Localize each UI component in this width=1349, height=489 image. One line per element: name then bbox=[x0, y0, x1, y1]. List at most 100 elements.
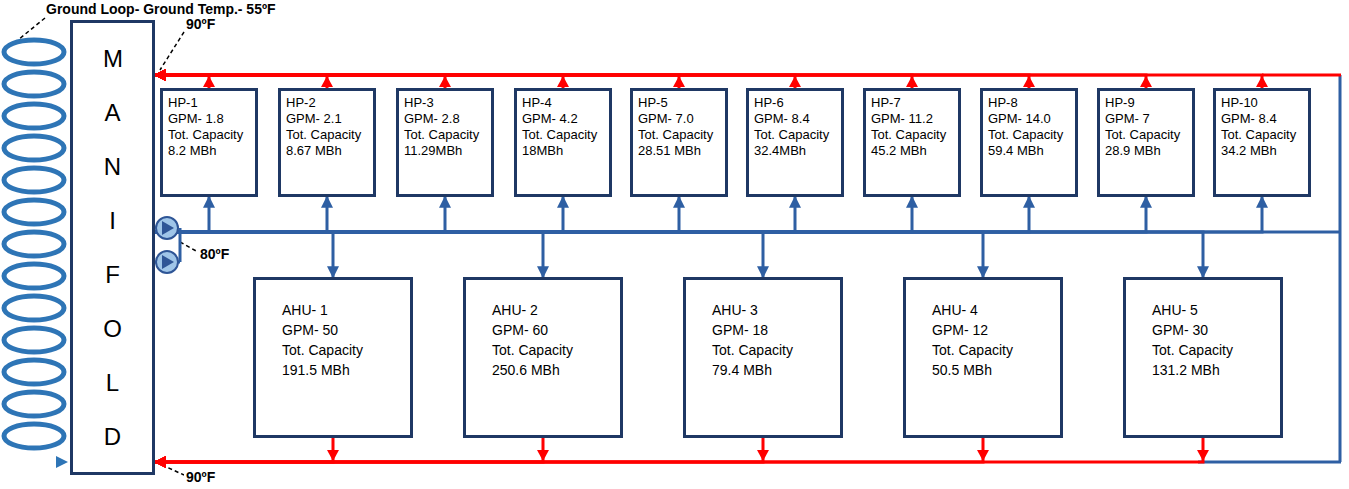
equipment-data: GPM- 60 bbox=[492, 320, 596, 340]
heat-pump-box: HP-1GPM- 1.8Tot. Capacity 8.2 MBh bbox=[160, 88, 258, 197]
coil-loop bbox=[4, 136, 64, 160]
equipment-tag: HP-5 bbox=[638, 95, 721, 111]
flow-arrow bbox=[906, 76, 918, 87]
equipment-tag: HP-3 bbox=[404, 95, 487, 111]
ground-loop-note: Ground Loop- Ground Temp.- 55ºF bbox=[44, 1, 278, 17]
flow-arrow bbox=[1197, 450, 1209, 461]
return-pipe bbox=[155, 75, 912, 88]
air-handler-box: AHU- 3GPM- 18Tot. Capacity 79.4 MBh bbox=[683, 277, 843, 438]
equipment-tag: AHU- 5 bbox=[1152, 300, 1256, 320]
equipment-data: GPM- 7 bbox=[1105, 111, 1188, 127]
heat-pump-box: HP-9GPM- 7Tot. Capacity 28.9 MBh bbox=[1097, 88, 1195, 197]
equipment-data: Tot. Capacity 59.4 MBh bbox=[988, 127, 1071, 159]
air-handler-box: AHU- 4GPM- 12Tot. Capacity 50.5 MBh bbox=[903, 277, 1063, 438]
leader-line bbox=[180, 242, 198, 252]
equipment-data: Tot. Capacity 131.2 MBh bbox=[1152, 340, 1256, 380]
equipment-data: GPM- 11.2 bbox=[871, 111, 954, 127]
equipment-data: GPM- 12 bbox=[932, 320, 1036, 340]
equipment-data: GPM- 2.8 bbox=[404, 111, 487, 127]
equipment-data: Tot. Capacity 8.2 MBh bbox=[168, 127, 251, 159]
ground-loop-coil bbox=[4, 40, 68, 468]
heat-pump-box: HP-5GPM- 7.0Tot. Capacity 28.51 MBh bbox=[630, 88, 728, 197]
return-pipe bbox=[155, 438, 333, 462]
return-pipe bbox=[155, 75, 1029, 88]
flow-arrow bbox=[1256, 76, 1268, 87]
bypass-pipe bbox=[1339, 75, 1342, 462]
coil-loop bbox=[4, 264, 64, 288]
coil-loop bbox=[4, 424, 64, 448]
equipment-data: GPM- 30 bbox=[1152, 320, 1256, 340]
equipment-data: Tot. Capacity 28.9 MBh bbox=[1105, 127, 1188, 159]
coil-loop bbox=[4, 72, 64, 96]
coil-loop bbox=[4, 104, 64, 128]
pump-triangle bbox=[162, 255, 174, 269]
equipment-data: Tot. Capacity 32.4MBh bbox=[754, 127, 837, 159]
equipment-data: GPM- 2.1 bbox=[286, 111, 369, 127]
flow-arrow bbox=[537, 450, 549, 461]
return-pipe bbox=[155, 75, 795, 88]
flow-arrow bbox=[757, 450, 769, 461]
equipment-data: GPM- 18 bbox=[712, 320, 816, 340]
supply-pipe bbox=[155, 232, 333, 277]
leader-line bbox=[160, 32, 184, 70]
bypass-bottom bbox=[1198, 461, 1341, 464]
air-handler-box: AHU- 1GPM- 50Tot. Capacity 191.5 MBh bbox=[253, 277, 413, 438]
pump-symbol bbox=[156, 251, 178, 273]
equipment-data: Tot. Capacity 50.5 MBh bbox=[932, 340, 1036, 380]
equipment-tag: HP-8 bbox=[988, 95, 1071, 111]
heat-pump-box: HP-3GPM- 2.8Tot. Capacity 11.29MBh bbox=[396, 88, 494, 197]
flow-arrow bbox=[203, 76, 215, 87]
return-pipe bbox=[155, 438, 543, 462]
coil-loop bbox=[4, 200, 64, 224]
pump-triangle bbox=[162, 221, 174, 235]
heat-pump-box: HP-8GPM- 14.0Tot. Capacity 59.4 MBh bbox=[980, 88, 1078, 197]
equipment-data: GPM- 1.8 bbox=[168, 111, 251, 127]
temperature-label: 80ºF bbox=[198, 246, 231, 262]
equipment-data: GPM- 7.0 bbox=[638, 111, 721, 127]
heat-pump-box: HP-7GPM- 11.2Tot. Capacity 45.2 MBh bbox=[863, 88, 961, 197]
equipment-tag: HP-10 bbox=[1221, 95, 1304, 111]
leader-line bbox=[162, 465, 184, 475]
coil-loop bbox=[4, 40, 64, 64]
coil-loop bbox=[4, 328, 64, 352]
return-pipe bbox=[155, 438, 763, 462]
supply-pipe bbox=[155, 197, 1262, 232]
equipment-data: GPM- 8.4 bbox=[754, 111, 837, 127]
equipment-data: Tot. Capacity 28.51 MBh bbox=[638, 127, 721, 159]
air-handler-box: AHU- 5GPM- 30Tot. Capacity 131.2 MBh bbox=[1123, 277, 1283, 438]
equipment-data: Tot. Capacity 250.6 MBh bbox=[492, 340, 596, 380]
equipment-tag: HP-9 bbox=[1105, 95, 1188, 111]
equipment-data: Tot. Capacity 79.4 MBh bbox=[712, 340, 816, 380]
flow-arrow bbox=[327, 450, 339, 461]
supply-pipe bbox=[155, 232, 983, 277]
return-pipe bbox=[155, 75, 327, 88]
manifold-box: MANIFOLD bbox=[70, 20, 155, 475]
equipment-data: GPM- 14.0 bbox=[988, 111, 1071, 127]
return-pipe bbox=[155, 75, 563, 88]
equipment-tag: MANIFOLD bbox=[103, 32, 122, 464]
flow-arrow bbox=[673, 76, 685, 87]
equipment-tag: AHU- 4 bbox=[932, 300, 1036, 320]
equipment-data: Tot. Capacity 18MBh bbox=[522, 127, 605, 159]
air-handler-box: AHU- 2GPM- 60Tot. Capacity 250.6 MBh bbox=[463, 277, 623, 438]
flow-arrows bbox=[203, 76, 1268, 461]
coil-arrow bbox=[56, 456, 68, 468]
coil-loop bbox=[4, 168, 64, 192]
supply-pipe bbox=[155, 197, 912, 232]
return-pipe bbox=[155, 75, 1146, 88]
return-pipe bbox=[155, 75, 679, 88]
heat-pump-box: HP-2GPM- 2.1Tot. Capacity 8.67 MBh bbox=[278, 88, 376, 197]
leader-line bbox=[18, 18, 45, 40]
equipment-tag: HP-6 bbox=[754, 95, 837, 111]
flow-arrow bbox=[439, 76, 451, 87]
equipment-tag: HP-4 bbox=[522, 95, 605, 111]
equipment-data: GPM- 4.2 bbox=[522, 111, 605, 127]
equipment-data: GPM- 50 bbox=[282, 320, 386, 340]
heat-pump-box: HP-4GPM- 4.2Tot. Capacity 18MBh bbox=[514, 88, 612, 197]
equipment-tag: AHU- 2 bbox=[492, 300, 596, 320]
flow-arrow bbox=[977, 450, 989, 461]
supply-pipe bbox=[155, 197, 1146, 232]
return-main-end bbox=[1262, 74, 1341, 77]
equipment-tag: AHU- 3 bbox=[712, 300, 816, 320]
